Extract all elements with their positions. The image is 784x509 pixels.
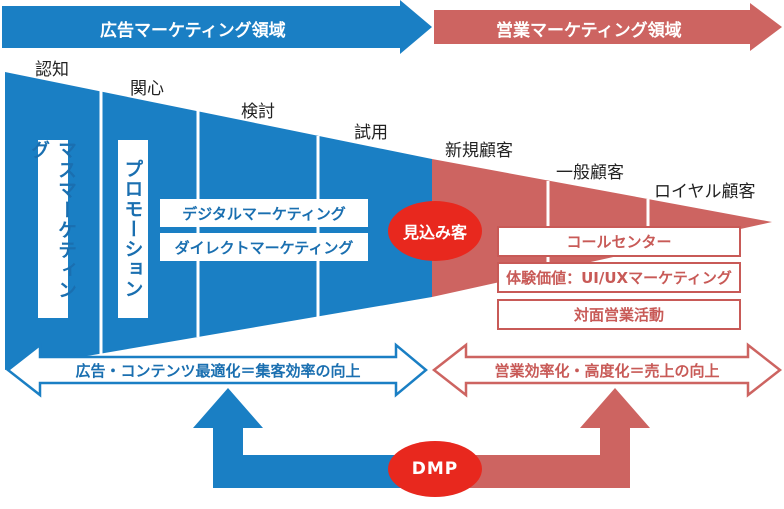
advertising-domain-label: 広告マーケティング領域 (100, 21, 286, 41)
stage-loyal-customer: ロイヤル顧客 (654, 182, 756, 202)
mass-marketing-box: マスマーケティング (28, 140, 77, 318)
sales-goal-label: 営業効率化・高度化＝売上の向上 (494, 361, 720, 380)
advertising-goal-arrow (5, 342, 428, 398)
dmp-circle (388, 441, 482, 497)
uiux-marketing-box: 体験価値：UI/UXマーケティング (497, 262, 741, 293)
advertising-goal-label: 広告・コンテンツ最適化＝集客効率の向上 (75, 361, 361, 380)
sales-domain-label: 営業マーケティング領域 (496, 21, 682, 41)
digital-marketing-box: デジタルマーケティング (160, 199, 368, 227)
stage-general-customer: 一般顧客 (556, 163, 624, 183)
dmp-connector-blue (193, 388, 418, 488)
stage-trial: 試用 (354, 123, 388, 143)
dmp-connector-red (450, 388, 650, 488)
dmp-label: DMP (411, 459, 459, 479)
advertising-banner-arrow (2, 0, 432, 54)
stage-interest: 関心 (130, 79, 164, 99)
call-center-box: コールセンター (497, 226, 741, 257)
sales-goal-arrow (431, 342, 783, 398)
prospect-circle (388, 201, 482, 261)
face-to-face-sales-box: 対面営業活動 (497, 299, 741, 330)
stage-consideration: 検討 (241, 102, 275, 122)
prospect-label: 見込み客 (402, 223, 467, 242)
sales-banner-arrow (434, 3, 782, 51)
promotion-box: プロモーション (118, 140, 148, 318)
stage-new-customer: 新規顧客 (445, 141, 513, 161)
direct-marketing-box: ダイレクトマーケティング (160, 233, 368, 261)
stage-awareness: 認知 (35, 60, 69, 80)
